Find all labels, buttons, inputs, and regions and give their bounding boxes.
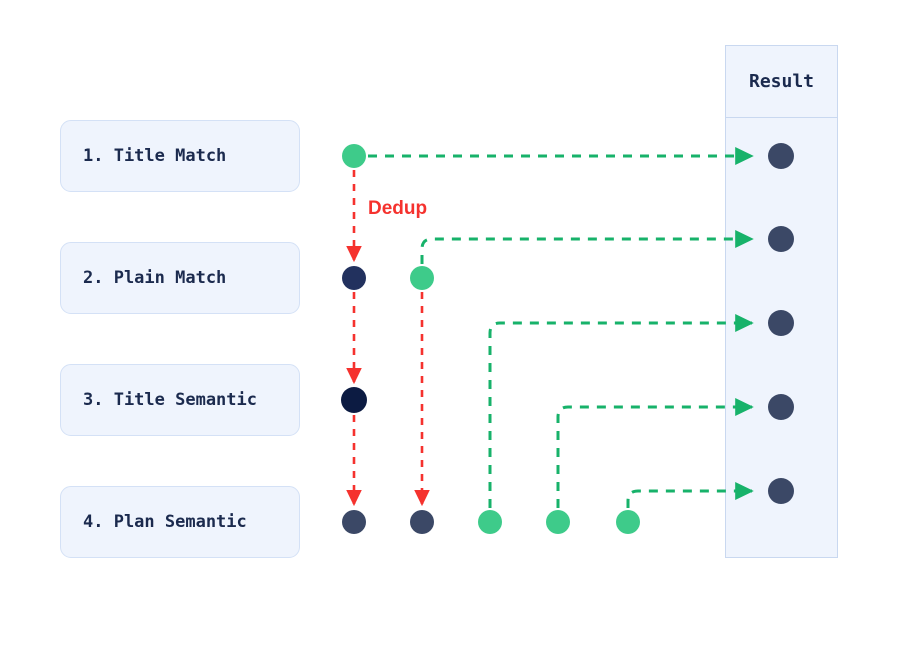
node-r4-c4-green[interactable] xyxy=(546,510,570,534)
node-r3-c1-navy-dark[interactable] xyxy=(341,387,367,413)
stage-box-title-semantic[interactable]: 3. Title Semantic xyxy=(60,364,300,436)
stage-box-plan-semantic[interactable]: 4. Plan Semantic xyxy=(60,486,300,558)
node-r4-c5-green[interactable] xyxy=(616,510,640,534)
node-r4-c1-navy[interactable] xyxy=(342,510,366,534)
stage-label-4: 4. Plan Semantic xyxy=(83,512,247,532)
result-node-2[interactable] xyxy=(768,226,794,252)
result-edge-3 xyxy=(488,314,754,508)
result-panel-header: Result xyxy=(726,46,837,118)
result-node-1[interactable] xyxy=(768,143,794,169)
node-r2-c1-navy[interactable] xyxy=(342,266,366,290)
stage-box-title-match[interactable]: 1. Title Match xyxy=(60,120,300,192)
result-panel: Result xyxy=(725,45,838,558)
result-panel-title: Result xyxy=(748,71,815,92)
result-node-4[interactable] xyxy=(768,394,794,420)
stage-label-1: 1. Title Match xyxy=(83,146,227,166)
stage-label-3: 3. Title Semantic xyxy=(83,390,257,410)
node-r4-c2-navy[interactable] xyxy=(410,510,434,534)
node-r4-c3-green[interactable] xyxy=(478,510,502,534)
result-edge-5 xyxy=(626,482,754,508)
result-nodes xyxy=(768,143,794,504)
result-edge-2 xyxy=(420,230,754,264)
dedup-annotation-label: Dedup xyxy=(368,198,428,219)
result-node-5[interactable] xyxy=(768,478,794,504)
stage-box-plain-match[interactable]: 2. Plain Match xyxy=(60,242,300,314)
result-edge-4 xyxy=(556,398,754,508)
stage-label-2: 2. Plain Match xyxy=(83,268,227,288)
node-r2-c2-green[interactable] xyxy=(410,266,434,290)
result-edges xyxy=(368,147,754,508)
dedup-edges xyxy=(346,170,430,507)
node-r1-c1-green[interactable] xyxy=(342,144,366,168)
result-node-3[interactable] xyxy=(768,310,794,336)
pipeline-nodes xyxy=(341,144,640,534)
